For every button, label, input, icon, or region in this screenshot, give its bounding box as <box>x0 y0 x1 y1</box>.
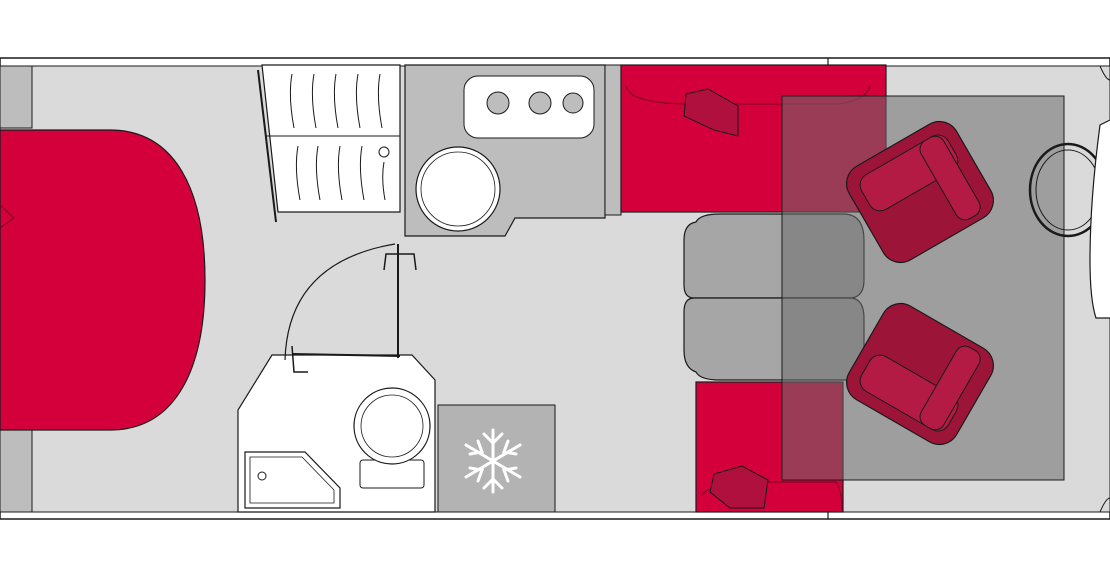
rear-bed <box>0 65 206 513</box>
shower-tray-icon <box>244 451 341 509</box>
armchair-driver <box>846 302 994 446</box>
rear-wardrobe-bottom <box>0 429 33 513</box>
dashboard <box>1089 119 1110 319</box>
snowflake-icon <box>464 428 522 494</box>
door-handle-upper <box>383 253 417 271</box>
armchair-passenger <box>846 120 994 264</box>
cushion-bottom <box>709 465 769 509</box>
washroom-door-swing <box>284 243 396 361</box>
bed-pillow-fold <box>0 204 15 229</box>
stove-burners-icon <box>463 75 595 139</box>
rear-wardrobe-top <box>0 65 33 129</box>
round-sink-icon <box>415 146 501 232</box>
cushion-top <box>683 88 739 137</box>
cab-seats <box>846 120 994 446</box>
cab-front <box>827 58 1110 519</box>
fridge <box>437 404 556 513</box>
door-handle-lower <box>291 345 308 373</box>
island-bed <box>0 129 206 431</box>
kitchen-unit <box>404 64 622 237</box>
wardrobe-shelving <box>257 64 401 223</box>
toilet-icon <box>353 387 431 489</box>
washroom <box>237 243 436 513</box>
